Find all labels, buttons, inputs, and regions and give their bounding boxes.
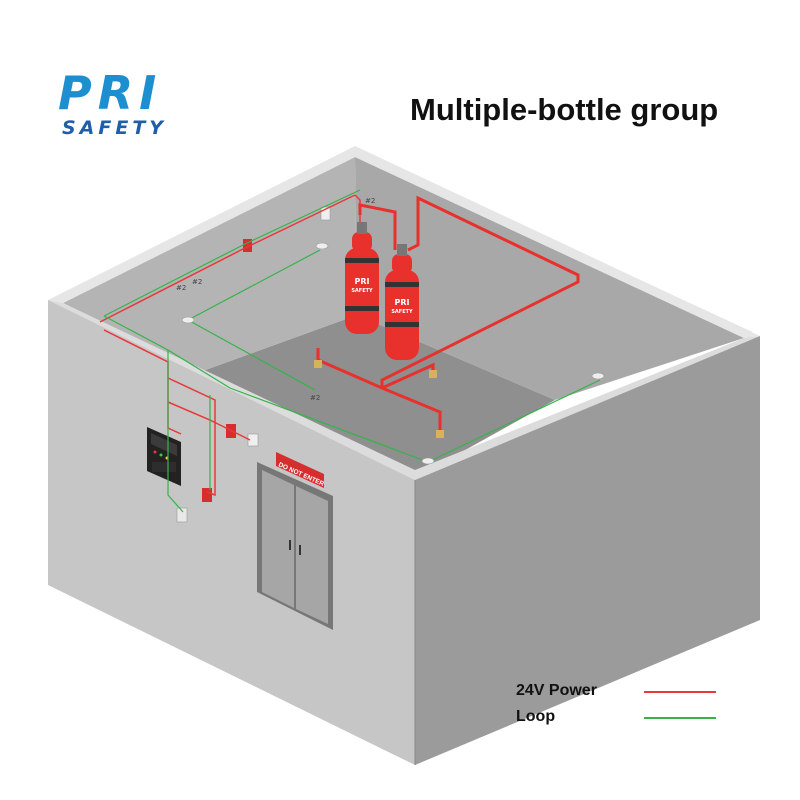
legend-line-loop [644,717,716,719]
floor [200,315,555,478]
abort-switch [176,507,188,523]
logo-pri-text: PRI [58,66,163,120]
cable-tag-4: #2 [310,394,320,402]
back-right-wall [355,157,744,400]
discharge-pipe-network [316,195,580,432]
nozzle-3 [436,430,444,438]
loop-wiring [103,189,601,513]
logo-safety-text: SAFETY [62,117,168,139]
door-handle-right [299,545,301,555]
cylinder-2-label-pri: PRI [395,298,410,307]
smoke-detector-1 [315,242,329,250]
gas-cylinder-2: PRI SAFETY [385,244,419,360]
gas-cylinder-1: PRI SAFETY [345,222,379,334]
smoke-detector-4 [421,457,435,465]
smoke-detector-3 [591,372,605,380]
door-handle-left [289,540,291,550]
door-left-leaf [262,470,294,608]
fire-control-panel [147,427,181,486]
indoor-switch-device [320,206,331,221]
cable-tag-3: #2 [365,197,375,205]
manual-release-button [202,488,212,502]
status-light [247,433,259,447]
legend: 24V Power Loop [516,680,716,732]
legend-item-loop: Loop [516,706,716,732]
nozzle-2 [429,370,437,378]
nozzle-1 [314,360,322,368]
front-left-wall [48,300,415,765]
cable-tag-2: #2 [192,278,202,286]
door-right-leaf [296,486,328,624]
pri-safety-logo: PRI SAFETY [58,70,208,140]
wall-top-rim-front [48,300,760,480]
indoor-alarm-device [243,239,252,252]
back-left-wall [63,157,357,372]
front-right-wall [415,336,760,765]
legend-item-power: 24V Power [516,680,716,706]
wall-top-rim-left [48,146,355,303]
legend-line-power [644,691,716,693]
legend-label-loop: Loop [516,708,556,725]
diagram-title: Multiple-bottle group [410,92,719,127]
cylinder-1-label-safety: SAFETY [351,288,373,294]
cylinder-2-label-safety: SAFETY [391,309,413,315]
cable-tag-1: #2 [176,284,186,292]
smoke-detector-2 [181,316,195,324]
cylinder-1-label-pri: PRI [355,277,370,286]
wall-top-rim-right [355,146,760,338]
legend-label-power: 24V Power [516,682,597,699]
